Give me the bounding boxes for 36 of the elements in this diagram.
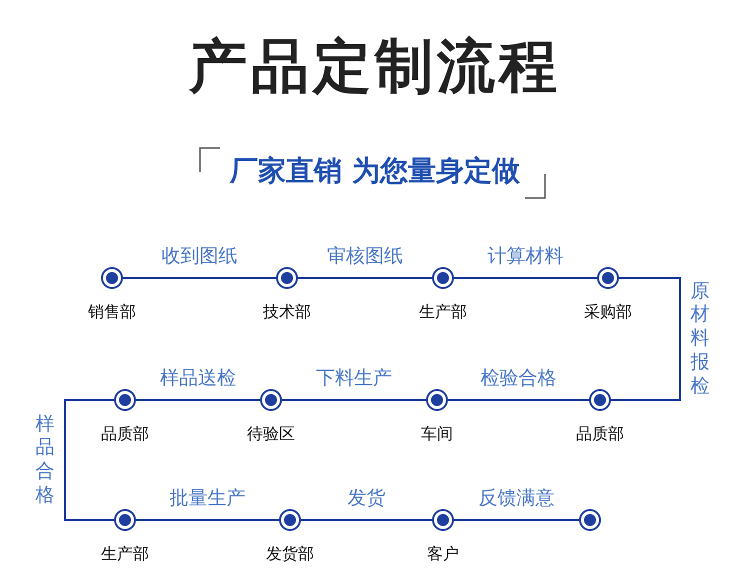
connector-line: [452, 519, 581, 521]
connector-line: [609, 277, 681, 401]
title: 产品定制流程: [188, 31, 562, 102]
department-label: 品质部: [101, 424, 149, 445]
connector-line: [446, 399, 591, 401]
connector-line: [296, 277, 434, 279]
connector-line: [299, 519, 434, 521]
department-label: 生产部: [101, 544, 149, 565]
timeline-dot: [278, 269, 296, 287]
department-label: 客户: [427, 544, 459, 565]
connector-line: [64, 399, 116, 521]
timeline-dot: [581, 511, 599, 529]
connector-line: [121, 277, 278, 279]
timeline-dot: [434, 269, 452, 287]
timeline-dot: [262, 391, 280, 409]
timeline-dot: [434, 511, 452, 529]
department-label: 发货部: [266, 544, 314, 565]
timeline-dot: [103, 269, 121, 287]
department-label: 技术部: [263, 302, 311, 323]
timeline-dot: [116, 511, 134, 529]
department-label: 品质部: [576, 424, 624, 445]
connector-line: [280, 399, 428, 401]
department-label: 销售部: [88, 302, 136, 323]
connector-line: [134, 399, 262, 401]
subtitle: 厂家直销 为您量身定做: [230, 153, 520, 189]
connector-line: [452, 277, 599, 279]
connector-line: [134, 519, 281, 521]
timeline-dot: [599, 269, 617, 287]
timeline-dot: [281, 511, 299, 529]
department-label: 采购部: [584, 302, 632, 323]
department-label: 生产部: [419, 302, 467, 323]
department-label: 待验区: [247, 424, 295, 445]
timeline-dot: [591, 391, 609, 409]
timeline-dot: [428, 391, 446, 409]
timeline-dot: [116, 391, 134, 409]
department-label: 车间: [421, 424, 453, 445]
